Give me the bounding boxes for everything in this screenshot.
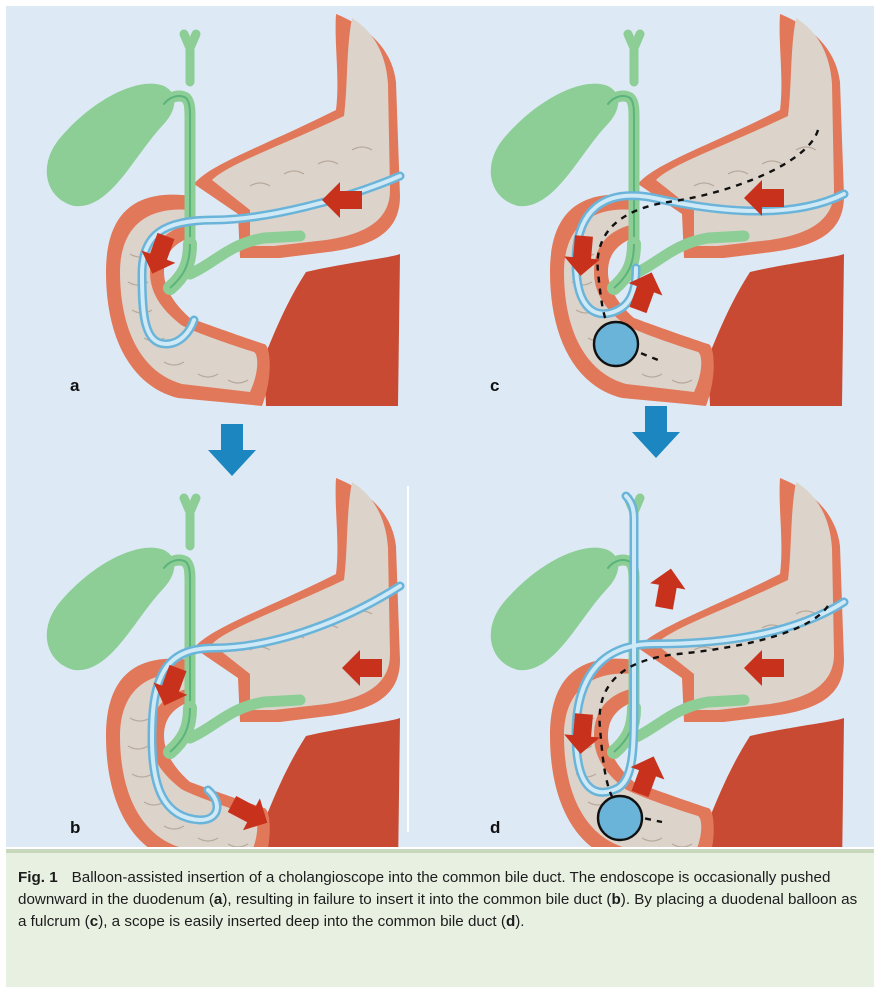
figure: a b c d xyxy=(6,6,874,847)
panel-label-c: c xyxy=(490,376,499,396)
caption-panel-ref: d xyxy=(506,913,515,930)
panel-c-balloon xyxy=(594,322,638,366)
caption-segment: ), resulting in failure to insert it int… xyxy=(222,891,611,908)
caption-panel-ref: c xyxy=(90,913,98,930)
panel-label-a: a xyxy=(70,376,79,396)
panel-b-diagram xyxy=(47,478,400,847)
caption-text: Balloon-assisted insertion of a cholangi… xyxy=(18,869,857,930)
panel-d-balloon xyxy=(598,796,642,840)
panel-d-diagram xyxy=(491,478,844,847)
panel-label-b: b xyxy=(70,818,80,838)
panel-label-d: d xyxy=(490,818,500,838)
panel-a-diagram xyxy=(47,14,400,406)
figure-illustration xyxy=(6,6,874,847)
blue-arrow-c-to-d xyxy=(632,406,680,458)
panel-c-diagram xyxy=(491,14,844,406)
blue-arrow-a-to-b xyxy=(208,424,256,476)
panel-d-arrow-up-top xyxy=(646,565,688,611)
caption-segment: ). xyxy=(515,913,524,930)
caption-fig-label: Fig. 1 xyxy=(18,869,58,886)
caption-segment: ), a scope is easily inserted deep into … xyxy=(98,913,506,930)
caption-panel-ref: b xyxy=(611,891,620,908)
